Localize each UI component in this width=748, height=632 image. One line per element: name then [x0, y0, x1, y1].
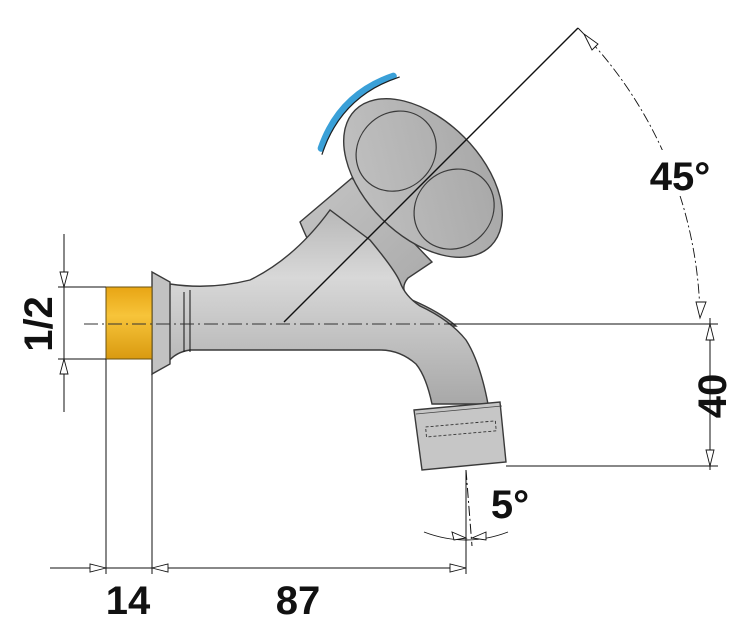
dimension-spout-angle: 5°: [423, 469, 529, 547]
label-spout-angle: 5°: [491, 483, 529, 527]
label-thread-size: 1/2: [17, 296, 61, 352]
spout-nozzle: [413, 401, 507, 471]
body-pipe: [167, 209, 489, 405]
label-thread-length: 14: [106, 579, 151, 623]
blue-cap-ring: [317, 72, 397, 152]
dimension-handle-angle: 45°: [577, 27, 726, 320]
aerator-insert: [425, 420, 497, 438]
tap-body: [151, 177, 507, 471]
valve-axis: [283, 27, 579, 323]
body-flange: [151, 270, 171, 376]
dimension-thread-size: 1/2: [17, 234, 106, 412]
dimension-horizontal: 14 87: [50, 359, 467, 623]
dimension-height: 40: [448, 318, 735, 470]
label-outlet-offset: 87: [276, 579, 321, 623]
handle-knob: [317, 72, 504, 259]
label-height-drop: 40: [691, 374, 735, 419]
label-handle-angle: 45°: [650, 155, 711, 199]
thread-connector: [105, 286, 153, 360]
